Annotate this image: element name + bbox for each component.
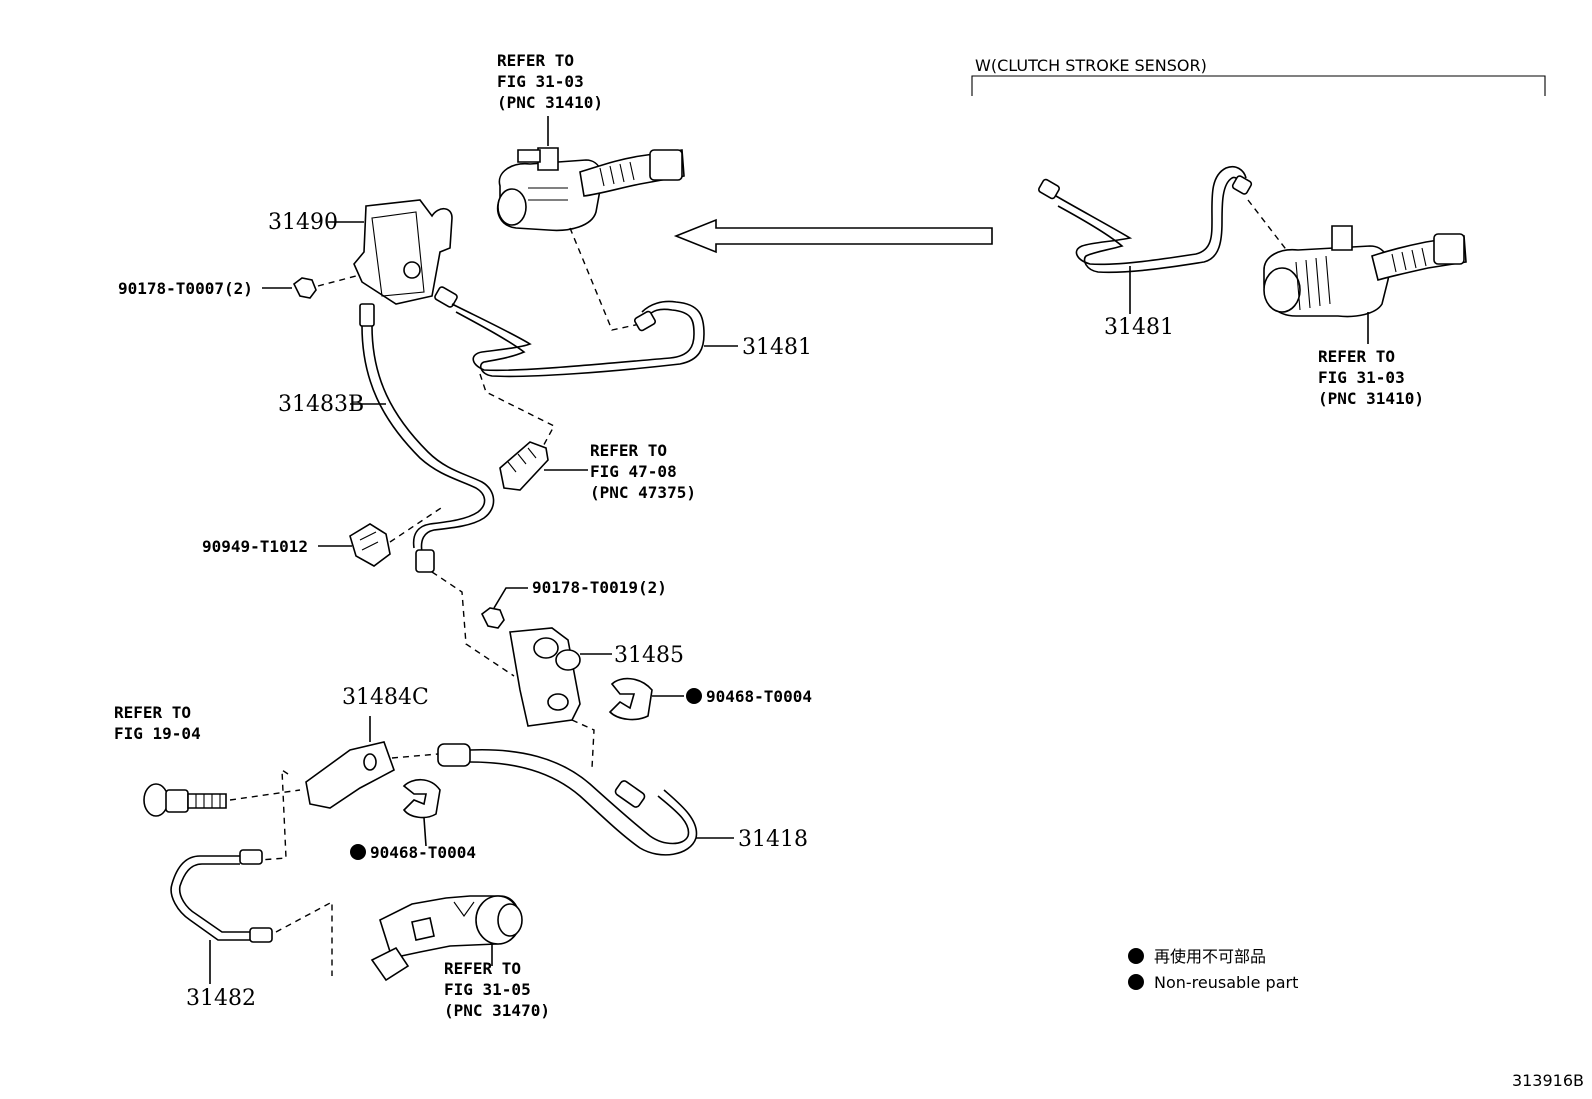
non-reusable-marker-icon xyxy=(350,844,366,860)
legend: 再使用不可部品 Non-reusable part xyxy=(1128,947,1298,992)
part-label-31481-alt: 31481 xyxy=(1104,315,1174,340)
part-90468-t0004-upper: 90468-T0004 xyxy=(608,677,812,721)
part-label-90178-t0007: 90178-T0007(2) xyxy=(118,279,253,298)
non-reusable-marker-icon xyxy=(686,688,702,704)
clutch-master-cylinder-main xyxy=(496,116,685,331)
part-31481-alt: 31481 xyxy=(1038,165,1253,340)
part-90178-t0019: 90178-T0019(2) xyxy=(480,578,667,629)
part-label-31484c: 31484C xyxy=(342,685,429,710)
part-31490: 31490 xyxy=(268,199,453,305)
part-label-90949-t1012: 90949-T1012 xyxy=(202,537,308,556)
part-31484c: 31484C xyxy=(259,685,439,861)
part-label-31490: 31490 xyxy=(268,210,338,235)
bolt xyxy=(143,783,301,817)
legend-line-jp: 再使用不可部品 xyxy=(1154,947,1266,966)
direction-arrow-icon xyxy=(673,218,993,254)
legend-line-en: Non-reusable part xyxy=(1154,973,1298,992)
part-31481-main: 31481 xyxy=(434,286,812,453)
part-90178-t0007: 90178-T0007(2) xyxy=(118,275,357,299)
part-31482: 31482 xyxy=(170,849,333,1011)
part-31483b: 31483B xyxy=(278,303,495,573)
part-label-31482: 31482 xyxy=(186,986,256,1011)
part-label-90178-t0019: 90178-T0019(2) xyxy=(532,578,667,597)
part-31485: 31485 xyxy=(431,571,684,769)
part-label-90468-t0004-upper: 90468-T0004 xyxy=(706,687,812,706)
non-reusable-marker-icon xyxy=(1128,948,1144,964)
figure-id: 313916B xyxy=(1512,1071,1584,1090)
part-label-31483b: 31483B xyxy=(278,392,364,417)
part-label-90468-t0004-lower: 90468-T0004 xyxy=(370,843,476,862)
part-label-31485: 31485 xyxy=(614,643,684,668)
part-label-31481-main: 31481 xyxy=(742,335,812,360)
release-cylinder xyxy=(370,895,523,982)
part-31418: 31418 xyxy=(437,743,808,856)
part-90949-t1012: 90949-T1012 xyxy=(202,505,445,567)
part-label-31418: 31418 xyxy=(738,827,808,852)
section-header: W(CLUTCH STROKE SENSOR) xyxy=(975,56,1207,75)
pipe-clamp xyxy=(499,441,588,491)
clutch-master-cylinder-alt xyxy=(1247,199,1467,344)
section-bracket: W(CLUTCH STROKE SENSOR) xyxy=(971,56,1546,96)
non-reusable-marker-icon xyxy=(1128,974,1144,990)
part-90468-t0004-lower: 90468-T0004 xyxy=(350,778,476,862)
